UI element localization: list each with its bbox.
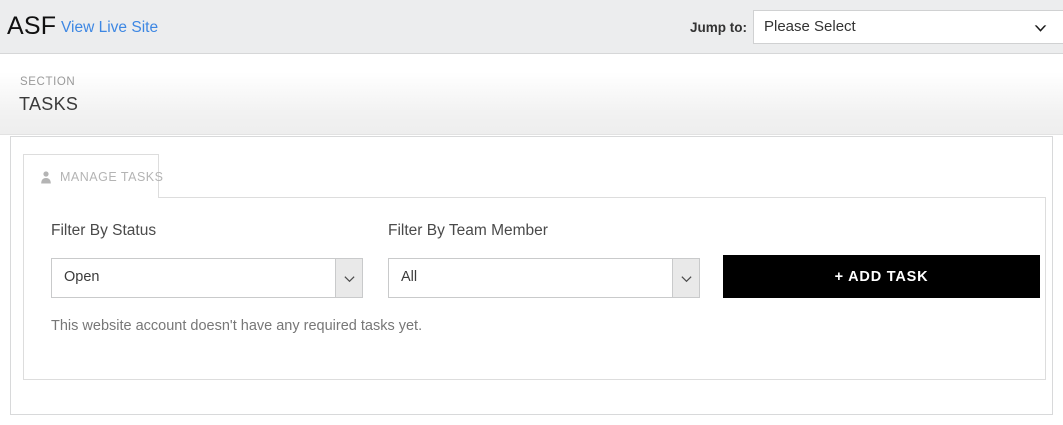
jump-to-select[interactable]: Please Select (753, 10, 1063, 44)
user-icon (40, 171, 52, 184)
filter-team-member-value: All (401, 269, 418, 285)
filter-team-member-label: Filter By Team Member (388, 222, 548, 239)
manage-tasks-card: Filter By Status Filter By Team Member O… (23, 197, 1046, 380)
page-title: TASKS (19, 94, 79, 114)
view-live-site-link[interactable]: View Live Site (61, 19, 159, 36)
chevron-down-icon (1032, 20, 1049, 37)
brand-logo: ASF (7, 12, 57, 40)
add-task-button[interactable]: + ADD TASK (723, 255, 1040, 298)
empty-state-message: This website account doesn't have any re… (51, 318, 423, 334)
tab-manage-tasks-label: MANAGE TASKS (60, 169, 164, 184)
page-content-container: MANAGE TASKS Filter By Status Filter By … (10, 136, 1053, 415)
jump-to-label: Jump to: (690, 20, 747, 35)
tab-manage-tasks[interactable]: MANAGE TASKS (23, 154, 163, 198)
jump-to-selected-value: Please Select (764, 18, 856, 35)
filter-team-member-select[interactable]: All (388, 258, 700, 298)
filter-status-value: Open (64, 269, 100, 285)
section-header-band: SECTION TASKS (0, 55, 1063, 135)
top-header-bar: ASF View Live Site Jump to: Please Selec… (0, 0, 1063, 54)
chevron-down-icon[interactable] (672, 259, 699, 297)
filter-status-select[interactable]: Open (51, 258, 363, 298)
section-eyebrow-label: SECTION (20, 76, 76, 88)
chevron-down-icon[interactable] (335, 259, 362, 297)
filter-status-label: Filter By Status (51, 222, 157, 239)
